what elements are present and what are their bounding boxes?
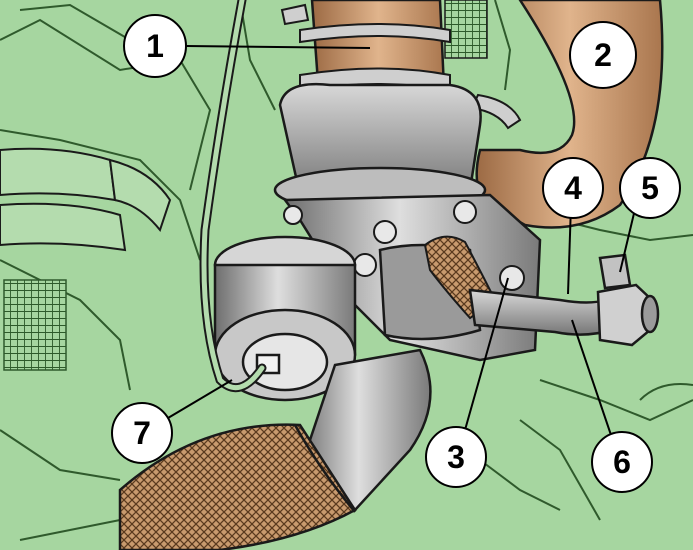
leader-lines [167, 45, 637, 439]
callout-3: 3 [425, 426, 487, 488]
callout-6-label: 6 [613, 444, 631, 480]
grille-mesh [3, 279, 67, 371]
pipe-fitting [596, 253, 660, 347]
callout-3-label: 3 [447, 439, 465, 475]
callout-6: 6 [591, 431, 653, 493]
intake-pipes [0, 147, 172, 252]
callout-2: 2 [569, 21, 637, 89]
callout-7-label: 7 [133, 415, 151, 451]
callout-4-label: 4 [564, 170, 582, 206]
lower-intake-pipe [118, 348, 432, 550]
callout-5: 5 [619, 157, 681, 219]
callout-1-label: 1 [146, 28, 164, 64]
callout-1: 1 [123, 14, 187, 78]
vent-panel [444, 0, 488, 59]
callout-4: 4 [542, 157, 604, 219]
callout-5-label: 5 [641, 170, 659, 206]
callout-2-label: 2 [594, 37, 612, 73]
callout-7: 7 [111, 402, 173, 464]
